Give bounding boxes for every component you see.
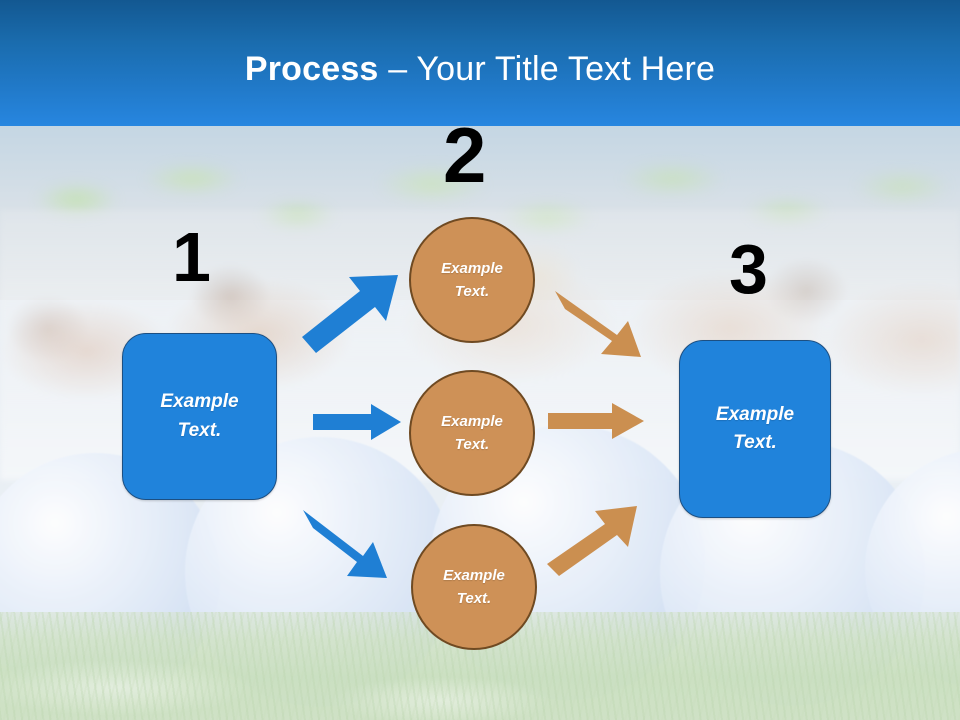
process-box-right-label: Example Text.	[715, 403, 795, 454]
step-number-1: 1	[172, 218, 211, 296]
process-box-left-label: Example Text.	[160, 391, 239, 441]
slide-title-bold: Process	[244, 49, 379, 88]
slide-title-rest: Your Title Text Here	[416, 49, 716, 88]
process-circle-bottom[interactable]: Example Text.	[411, 524, 537, 650]
slide-title: Process – Your Title Text Here	[245, 50, 715, 89]
step-number-2: 2	[443, 111, 487, 199]
process-circle-bottom-label: Example Text.	[443, 566, 505, 607]
arrow-middle-circle-to-right-icon	[548, 403, 644, 439]
process-circle-middle[interactable]: Example Text.	[409, 370, 535, 496]
process-circle-middle-label: Example Text.	[441, 412, 503, 453]
background-grass	[0, 612, 960, 720]
process-box-right[interactable]: Example Text.	[679, 340, 831, 518]
process-box-left[interactable]: Example Text.	[122, 333, 277, 500]
arrow-left-to-middle-circle-icon	[313, 404, 401, 440]
process-circle-top-label: Example Text.	[441, 259, 503, 300]
slide-title-separator: –	[378, 49, 417, 88]
arrow-bottom-circle-to-right-icon	[547, 506, 637, 576]
arrow-top-circle-to-right-icon	[555, 291, 641, 357]
process-circle-top[interactable]: Example Text.	[409, 217, 535, 343]
step-number-3: 3	[729, 230, 768, 308]
arrow-left-to-top-circle-icon	[302, 275, 398, 353]
arrow-left-to-bottom-circle-icon	[303, 510, 387, 578]
title-band: Process – Your Title Text Here	[0, 0, 960, 126]
